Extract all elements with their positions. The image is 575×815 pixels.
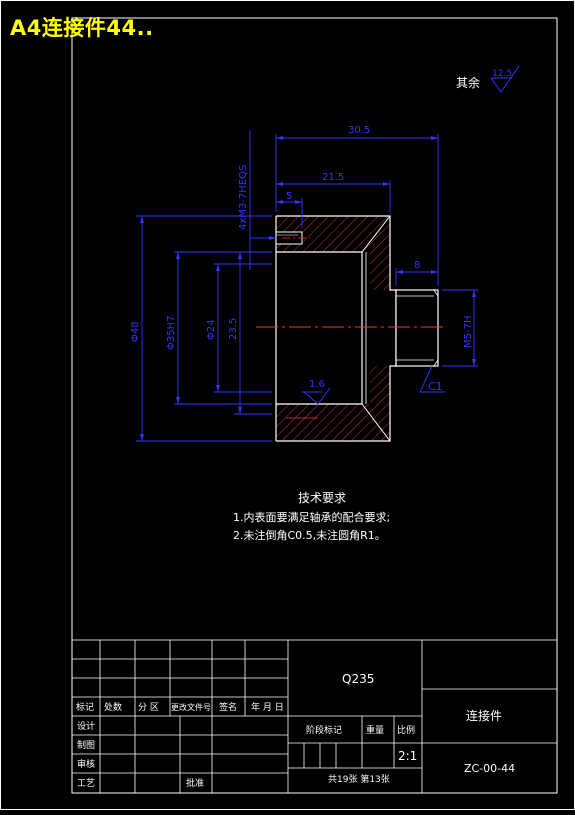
roughness-1-6-symbol xyxy=(303,387,331,405)
document-title: A4连接件44.. xyxy=(10,16,154,40)
tb-check: 审核 xyxy=(77,758,95,770)
chamfer-text-c1: C1 xyxy=(428,380,443,393)
tech-req-line-1: 1.内表面要满足轴承的配合要求; xyxy=(233,510,390,524)
threaded-boss xyxy=(395,289,439,367)
dim-text-4xm3: 4xM3-7HEQS xyxy=(238,165,249,230)
tb-ratio: 比例 xyxy=(397,724,415,736)
arrow-phi24-t xyxy=(216,264,220,271)
tb-sheet-info: 共19张 第13张 xyxy=(328,773,390,785)
arrow-30-5-l xyxy=(276,136,283,140)
tb-stage-mark: 阶段标记 xyxy=(306,724,342,736)
tb-drawing-no: ZC-00-44 xyxy=(464,762,515,775)
roughness-symbol-other xyxy=(490,65,520,93)
arrow-m5-b xyxy=(472,359,476,366)
tb-material: Q235 xyxy=(342,672,374,686)
part-section-view xyxy=(256,215,445,442)
tb-count: 处数 xyxy=(104,701,122,713)
dim-text-30-5: 30.5 xyxy=(348,125,370,136)
dim-text-23-5: 23.5 xyxy=(228,318,239,340)
arrow-8-r xyxy=(431,270,438,274)
tech-req-line-2: 2.未注倒角C0.5,未注圆角R1。 xyxy=(233,528,386,542)
arrow-21-5-l xyxy=(276,182,283,186)
arrow-23-5-b xyxy=(238,407,242,414)
roughness-other-label: 其余 xyxy=(456,75,480,90)
tech-req-heading: 技术要求 xyxy=(298,491,346,505)
tb-design: 设计 xyxy=(77,720,95,732)
title-block-frame xyxy=(71,639,558,794)
tb-scale: 2:1 xyxy=(398,749,417,763)
arrow-21-5-r xyxy=(383,182,390,186)
tb-mark: 标记 xyxy=(76,701,94,713)
leader-c1 xyxy=(419,365,445,393)
tb-weight: 重量 xyxy=(366,724,384,736)
dim-text-phi35: Φ35H7 xyxy=(166,316,177,350)
arrow-8-l xyxy=(396,270,403,274)
tb-approve: 批准 xyxy=(186,777,204,789)
arrow-phi35-b xyxy=(176,397,180,404)
tb-sign: 签名 xyxy=(219,701,237,713)
roughness-other-value: 12.5 xyxy=(492,69,512,79)
title-block-text: 标记 处数 分 区 更改文件号 签名 年 月 日 设计 制图 审核 工艺 批准 … xyxy=(76,672,515,789)
roughness-text-1-6: 1.6 xyxy=(309,379,325,390)
dim-text-phi48: Φ48 xyxy=(130,321,141,342)
arrow-m5-t xyxy=(472,290,476,297)
tb-docno: 更改文件号 xyxy=(171,702,211,712)
title-block xyxy=(71,639,558,794)
arrow-phi48-t xyxy=(140,216,144,223)
tb-draw: 制图 xyxy=(77,739,95,751)
boss-chamfer-bottom xyxy=(433,359,439,367)
dim-text-21-5: 21.5 xyxy=(322,172,344,183)
dimensions xyxy=(136,130,478,442)
dim-text-8: 8 xyxy=(414,260,420,271)
hatch-bottom xyxy=(276,366,390,441)
tb-part-name: 连接件 xyxy=(466,708,502,723)
arrow-5-l xyxy=(276,200,283,204)
arrow-phi35-t xyxy=(176,252,180,259)
taper-lines xyxy=(361,215,391,442)
dim-text-phi24: Φ24 xyxy=(206,319,217,340)
arrow-phi48-b xyxy=(140,434,144,441)
arrow-23-5-t xyxy=(238,252,242,259)
dim-text-5: 5 xyxy=(286,191,292,202)
arrow-30-5-r xyxy=(431,136,438,140)
hatch-top xyxy=(276,216,390,290)
arrow-4xm3 xyxy=(269,236,276,240)
tb-process: 工艺 xyxy=(77,778,95,789)
tb-date: 年 月 日 xyxy=(251,701,284,713)
arrowheads xyxy=(140,136,476,441)
bore-outline xyxy=(276,251,363,405)
arrow-phi24-b xyxy=(216,385,220,392)
tb-zone: 分 区 xyxy=(138,702,159,713)
dim-text-m5: M5-7H xyxy=(463,316,474,348)
arrow-5-r xyxy=(295,200,302,204)
boss-chamfer-top xyxy=(433,289,439,297)
